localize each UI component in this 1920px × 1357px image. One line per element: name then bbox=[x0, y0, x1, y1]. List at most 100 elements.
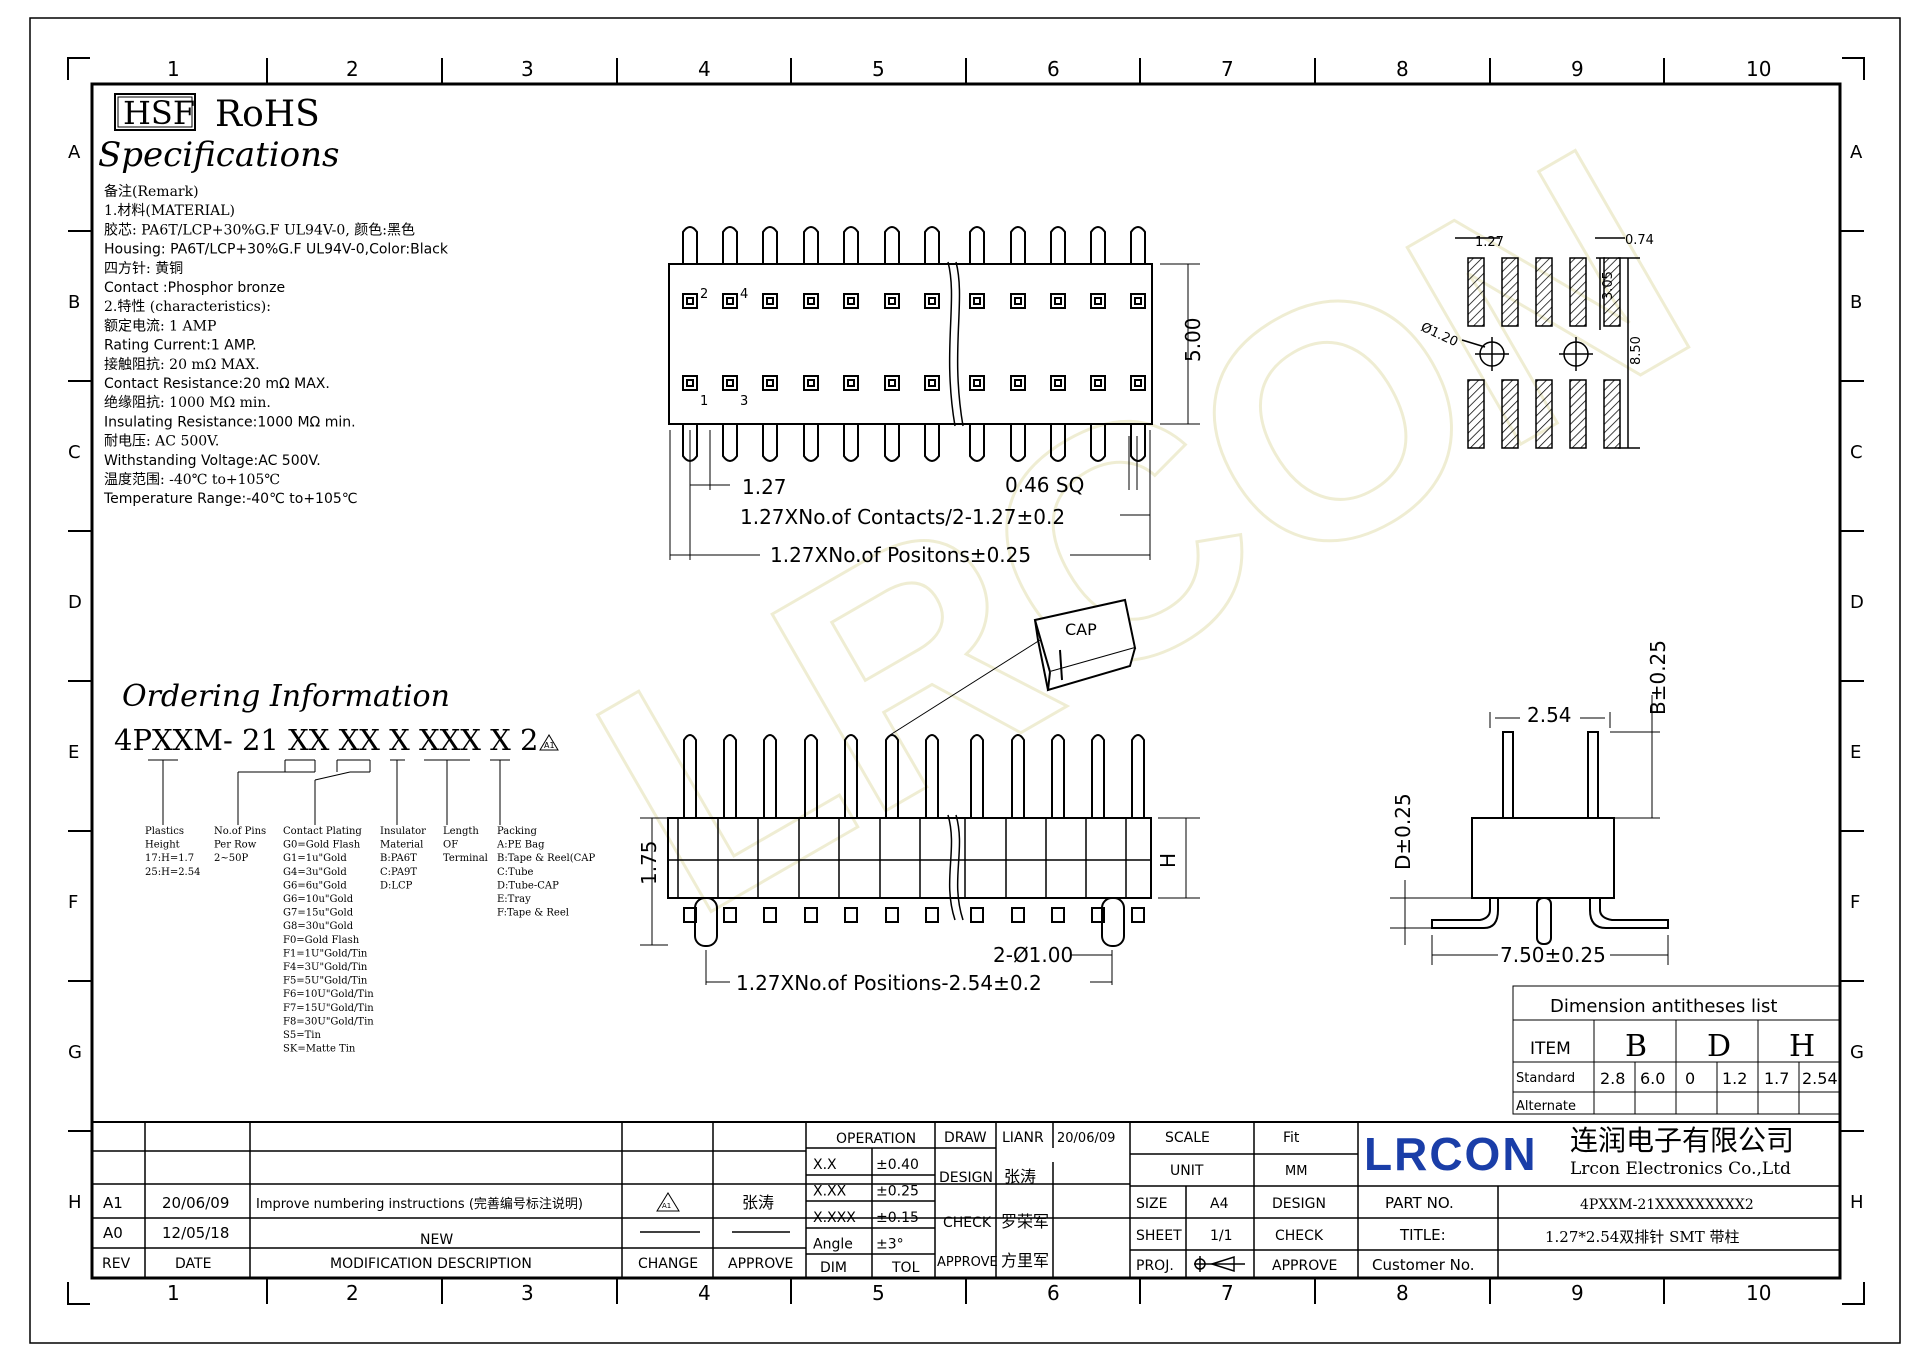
legend-line: F5=5U"Gold/Tin bbox=[283, 976, 368, 987]
legend-line: B:PA6T bbox=[380, 853, 417, 864]
sheet-label: SHEET bbox=[1136, 1228, 1182, 1244]
tol-dim: X.X bbox=[813, 1157, 837, 1173]
draw-name: LIANR bbox=[1002, 1130, 1044, 1146]
pin-square bbox=[1050, 375, 1066, 391]
legend-line: F8=30U"Gold/Tin bbox=[283, 1016, 374, 1027]
dim-5-00: 5.00 bbox=[1181, 317, 1205, 362]
pcb-layout bbox=[1455, 237, 1640, 449]
legend-line: SK=Matte Tin bbox=[283, 1044, 356, 1055]
zone-col-9: 9 bbox=[1571, 1281, 1584, 1305]
watermark-logo: LRCON bbox=[541, 76, 1745, 985]
legend-line: G6=6u"Gold bbox=[283, 880, 347, 891]
zone-row-F: F bbox=[68, 892, 78, 913]
design-name: 张涛 bbox=[1004, 1167, 1036, 1186]
dim-b: B±0.25 bbox=[1646, 640, 1670, 715]
zone-col-6: 6 bbox=[1047, 1281, 1060, 1305]
remark-line: 绝缘阻抗: 1000 MΩ min. bbox=[104, 395, 271, 411]
front-pin-foot bbox=[1091, 907, 1105, 923]
zone-col-2: 2 bbox=[346, 1281, 359, 1305]
ordering-leaders bbox=[148, 759, 510, 825]
legend-line: S5=Tin bbox=[283, 1030, 321, 1041]
rev-a1-date: 20/06/09 bbox=[162, 1194, 229, 1212]
tol-dim: Angle bbox=[813, 1237, 853, 1253]
pin bbox=[1010, 424, 1026, 462]
zone-row-D: D bbox=[68, 592, 82, 613]
header-d: D bbox=[1707, 1029, 1731, 1064]
dim-1-27: 1.27 bbox=[742, 475, 787, 499]
remark-line: 四方针: 黄铜 bbox=[104, 260, 183, 277]
remark-line: 备注(Remark) bbox=[104, 183, 199, 200]
sheet-value: 1/1 bbox=[1210, 1228, 1233, 1244]
front-pin-foot bbox=[970, 907, 984, 923]
pin bbox=[884, 226, 900, 264]
pin bbox=[969, 226, 985, 264]
tol-value: ±3° bbox=[876, 1237, 904, 1253]
dim-d: D±0.25 bbox=[1391, 793, 1415, 870]
cap-label: CAP bbox=[1065, 620, 1097, 639]
remark-line: Contact Resistance:20 mΩ MAX. bbox=[104, 376, 330, 392]
zone-col-7: 7 bbox=[1221, 57, 1234, 81]
front-pin bbox=[1011, 734, 1025, 818]
pcb-dim-pad-width: 0.74 bbox=[1625, 233, 1654, 248]
front-pin-foot bbox=[723, 907, 737, 923]
pcb-pad bbox=[1501, 257, 1519, 327]
side-view bbox=[1390, 695, 1669, 965]
legend-line: G6=10u"Gold bbox=[283, 894, 354, 905]
zone-col-10: 10 bbox=[1746, 1281, 1771, 1305]
pin bbox=[722, 226, 738, 264]
hsf-box bbox=[114, 93, 196, 131]
front-pin bbox=[683, 734, 697, 818]
pcb-dim-total: 8.50 bbox=[1629, 336, 1644, 365]
customer-no-label: Customer No. bbox=[1372, 1256, 1475, 1274]
dimension-table-title: Dimension antitheses list bbox=[1550, 996, 1777, 1017]
remark-line: Insulating Resistance:1000 MΩ min. bbox=[104, 414, 356, 430]
legend-line: F:Tape & Reel bbox=[497, 908, 569, 919]
hsf-label: HSF bbox=[123, 94, 195, 132]
tol-value: ±0.25 bbox=[876, 1184, 919, 1200]
zone-col-8: 8 bbox=[1396, 57, 1409, 81]
tol-dim: X.XX bbox=[813, 1184, 847, 1200]
legend-line: Per Row bbox=[214, 840, 257, 851]
remark-line: 接触阻抗: 20 mΩ MAX. bbox=[104, 356, 260, 373]
draw-label: DRAW bbox=[944, 1130, 987, 1146]
zone-col-9: 9 bbox=[1571, 57, 1584, 81]
zone-row-E: E bbox=[68, 742, 79, 763]
dim-2-54: 2.54 bbox=[1527, 703, 1572, 727]
legend-line: Packing bbox=[497, 826, 538, 837]
draw-date: 20/06/09 bbox=[1057, 1131, 1115, 1146]
col-approve: APPROVE bbox=[728, 1256, 793, 1272]
front-pin-foot bbox=[1051, 907, 1065, 923]
zone-row-A: A bbox=[68, 142, 81, 163]
pin-square bbox=[1090, 293, 1106, 309]
tol-value: ±0.40 bbox=[876, 1157, 919, 1173]
pin bbox=[762, 424, 778, 462]
company-name-en: Lrcon Electronics Co.,Ltd bbox=[1570, 1159, 1791, 1179]
front-view bbox=[640, 734, 1200, 985]
specifications-title: Specifications bbox=[98, 135, 339, 175]
top-view-housing bbox=[668, 263, 1153, 425]
check-name: 罗荣军 bbox=[1001, 1212, 1049, 1231]
remark-line: Contact :Phosphor bronze bbox=[104, 280, 285, 296]
rohs-label: RoHS bbox=[215, 94, 320, 135]
zone-col-4: 4 bbox=[698, 57, 711, 81]
remark-line: 温度范围: -40℃ to+105℃ bbox=[104, 471, 280, 488]
legend-line: Insulator bbox=[380, 826, 426, 837]
legend-line: 25:H=2.54 bbox=[145, 867, 200, 878]
unit-label: UNIT bbox=[1170, 1163, 1204, 1179]
revision-triangle-icon bbox=[539, 734, 559, 751]
legend-line: No.of Pins bbox=[214, 826, 266, 837]
title-block-grid bbox=[92, 1121, 1840, 1278]
legend-line: F6=10U"Gold/Tin bbox=[283, 989, 374, 1000]
ordering-revision-mark: A1 bbox=[544, 741, 555, 750]
pin bbox=[1130, 226, 1146, 264]
remark-line: 耐电压: AC 500V. bbox=[104, 434, 219, 450]
front-pin bbox=[925, 734, 939, 818]
front-pin-foot bbox=[1011, 907, 1025, 923]
legend-line: A:PE Bag bbox=[496, 840, 545, 851]
dimension-table bbox=[1512, 985, 1841, 1115]
legend-line: F0=Gold Flash bbox=[283, 935, 360, 946]
pin bbox=[803, 226, 819, 264]
pcb-pad bbox=[1535, 379, 1553, 449]
dim-7-50: 7.50±0.25 bbox=[1500, 943, 1606, 967]
